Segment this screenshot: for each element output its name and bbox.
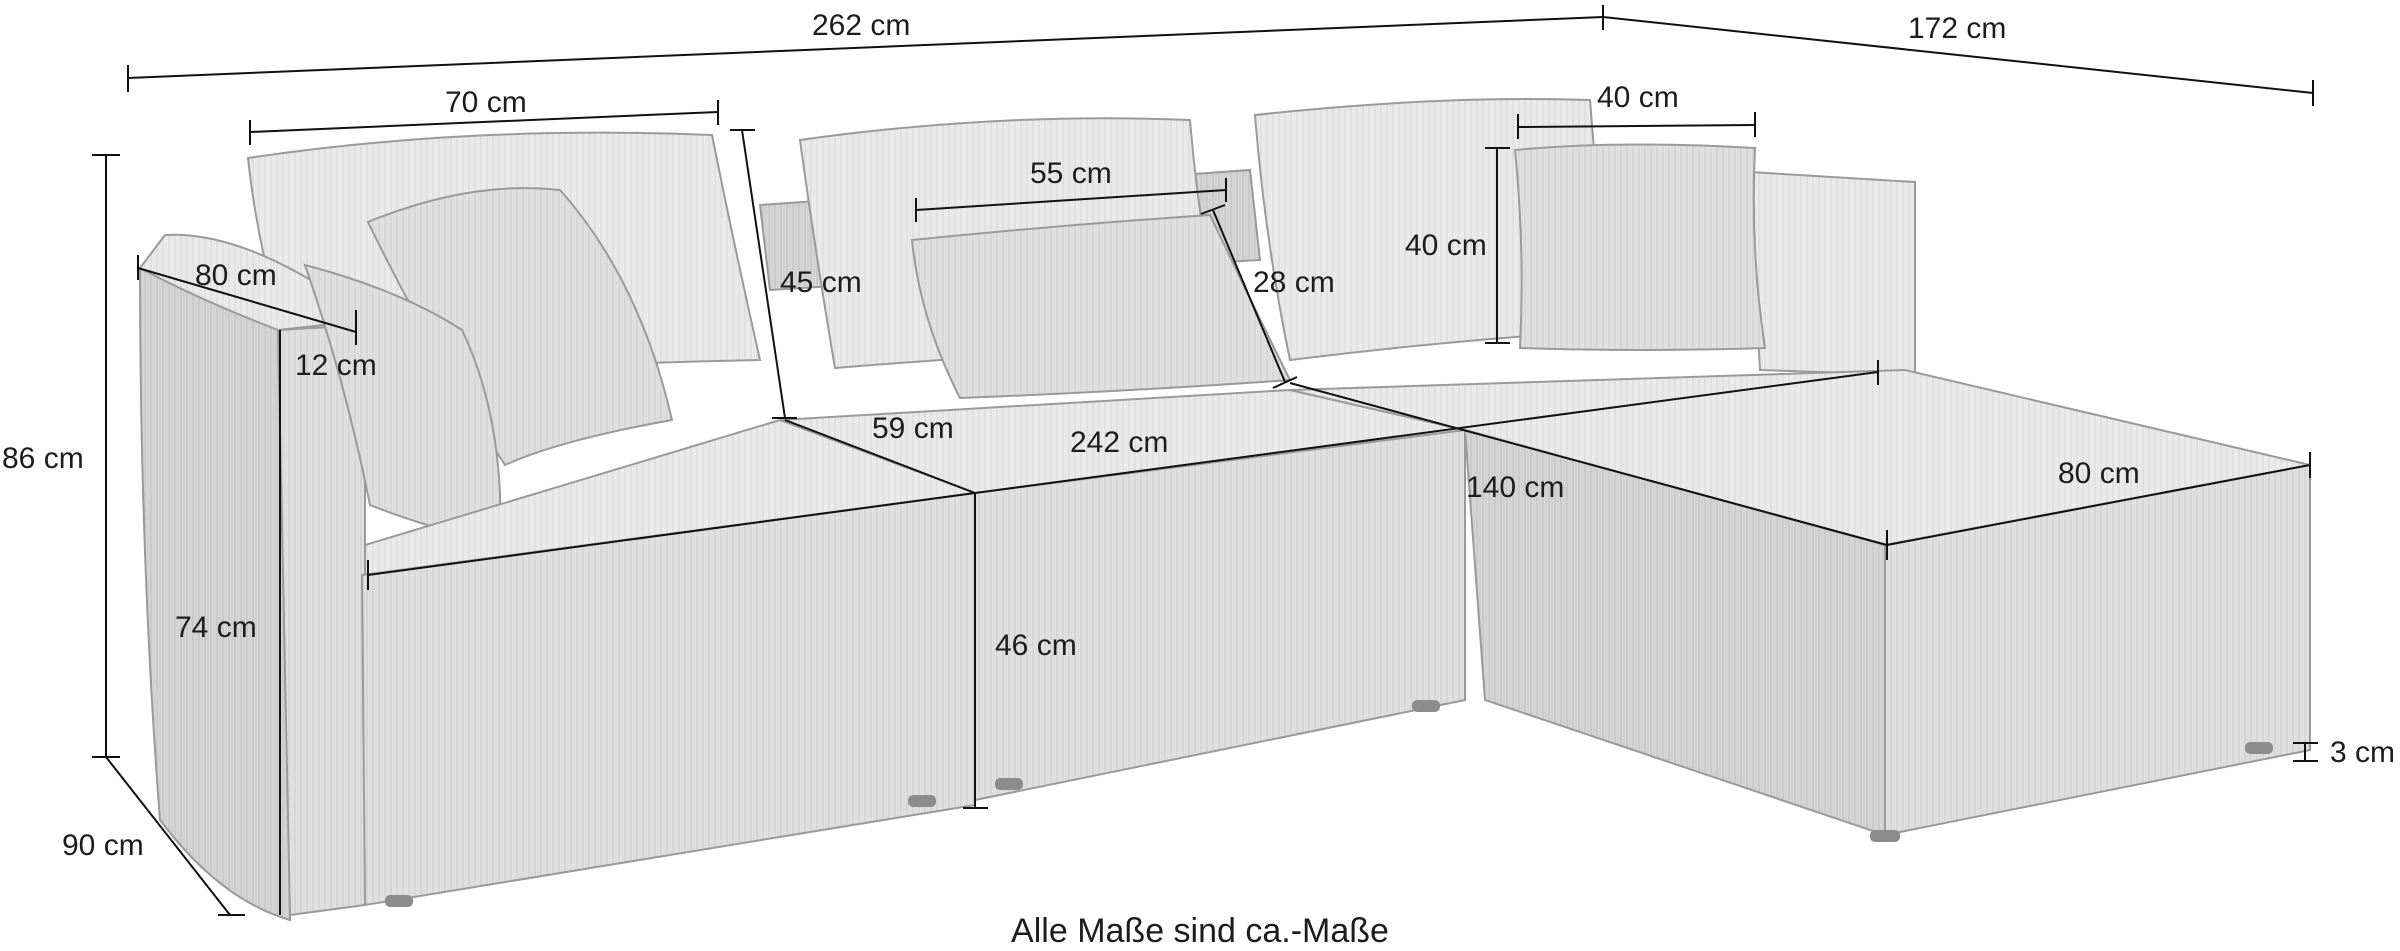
pillow-right: [1513, 143, 1767, 351]
label-back-cushion-height: 45 cm: [780, 266, 862, 299]
foot-1: [385, 895, 413, 907]
armrest-right: [1748, 170, 1916, 377]
dimension-lines: [92, 5, 2318, 916]
label-back-cushion-width: 70 cm: [445, 86, 527, 119]
seat-middle-front: [974, 428, 1466, 802]
sofa-illustration: [138, 98, 2311, 922]
label-arm-height: 74 cm: [175, 611, 257, 644]
label-pillow-height-right: 40 cm: [1405, 229, 1487, 262]
dimension-labels: 262 cm 172 cm 70 cm 40 cm 55 cm 40 cm 80…: [2, 9, 2395, 862]
label-chaise-width: 80 cm: [2058, 457, 2140, 490]
label-depth: 90 cm: [62, 829, 144, 862]
label-chaise-length: 140 cm: [1466, 471, 1564, 504]
foot-5: [1870, 830, 1900, 842]
label-pillow-width-right: 40 cm: [1597, 81, 1679, 114]
label-foot-height: 3 cm: [2330, 736, 2395, 769]
label-arm-width: 12 cm: [295, 349, 377, 382]
armrest-left-side: [138, 266, 291, 922]
label-seat-height: 46 cm: [995, 629, 1077, 662]
foot-6: [2245, 742, 2273, 754]
foot-2: [908, 795, 936, 807]
foot-3: [995, 778, 1023, 790]
label-arm-depth: 80 cm: [195, 259, 277, 292]
foot-4: [1412, 700, 1440, 712]
label-total-height: 86 cm: [2, 442, 84, 475]
footnote: Alle Maße sind ca.-Maße: [1011, 912, 1389, 950]
label-seat-width: 242 cm: [1070, 426, 1168, 459]
label-pillow-height-middle: 28 cm: [1253, 266, 1335, 299]
label-pillow-width-middle: 55 cm: [1030, 157, 1112, 190]
label-total-width: 262 cm: [812, 9, 910, 42]
label-chaise-depth-total: 172 cm: [1908, 12, 2006, 45]
label-seat-depth: 59 cm: [872, 412, 954, 445]
